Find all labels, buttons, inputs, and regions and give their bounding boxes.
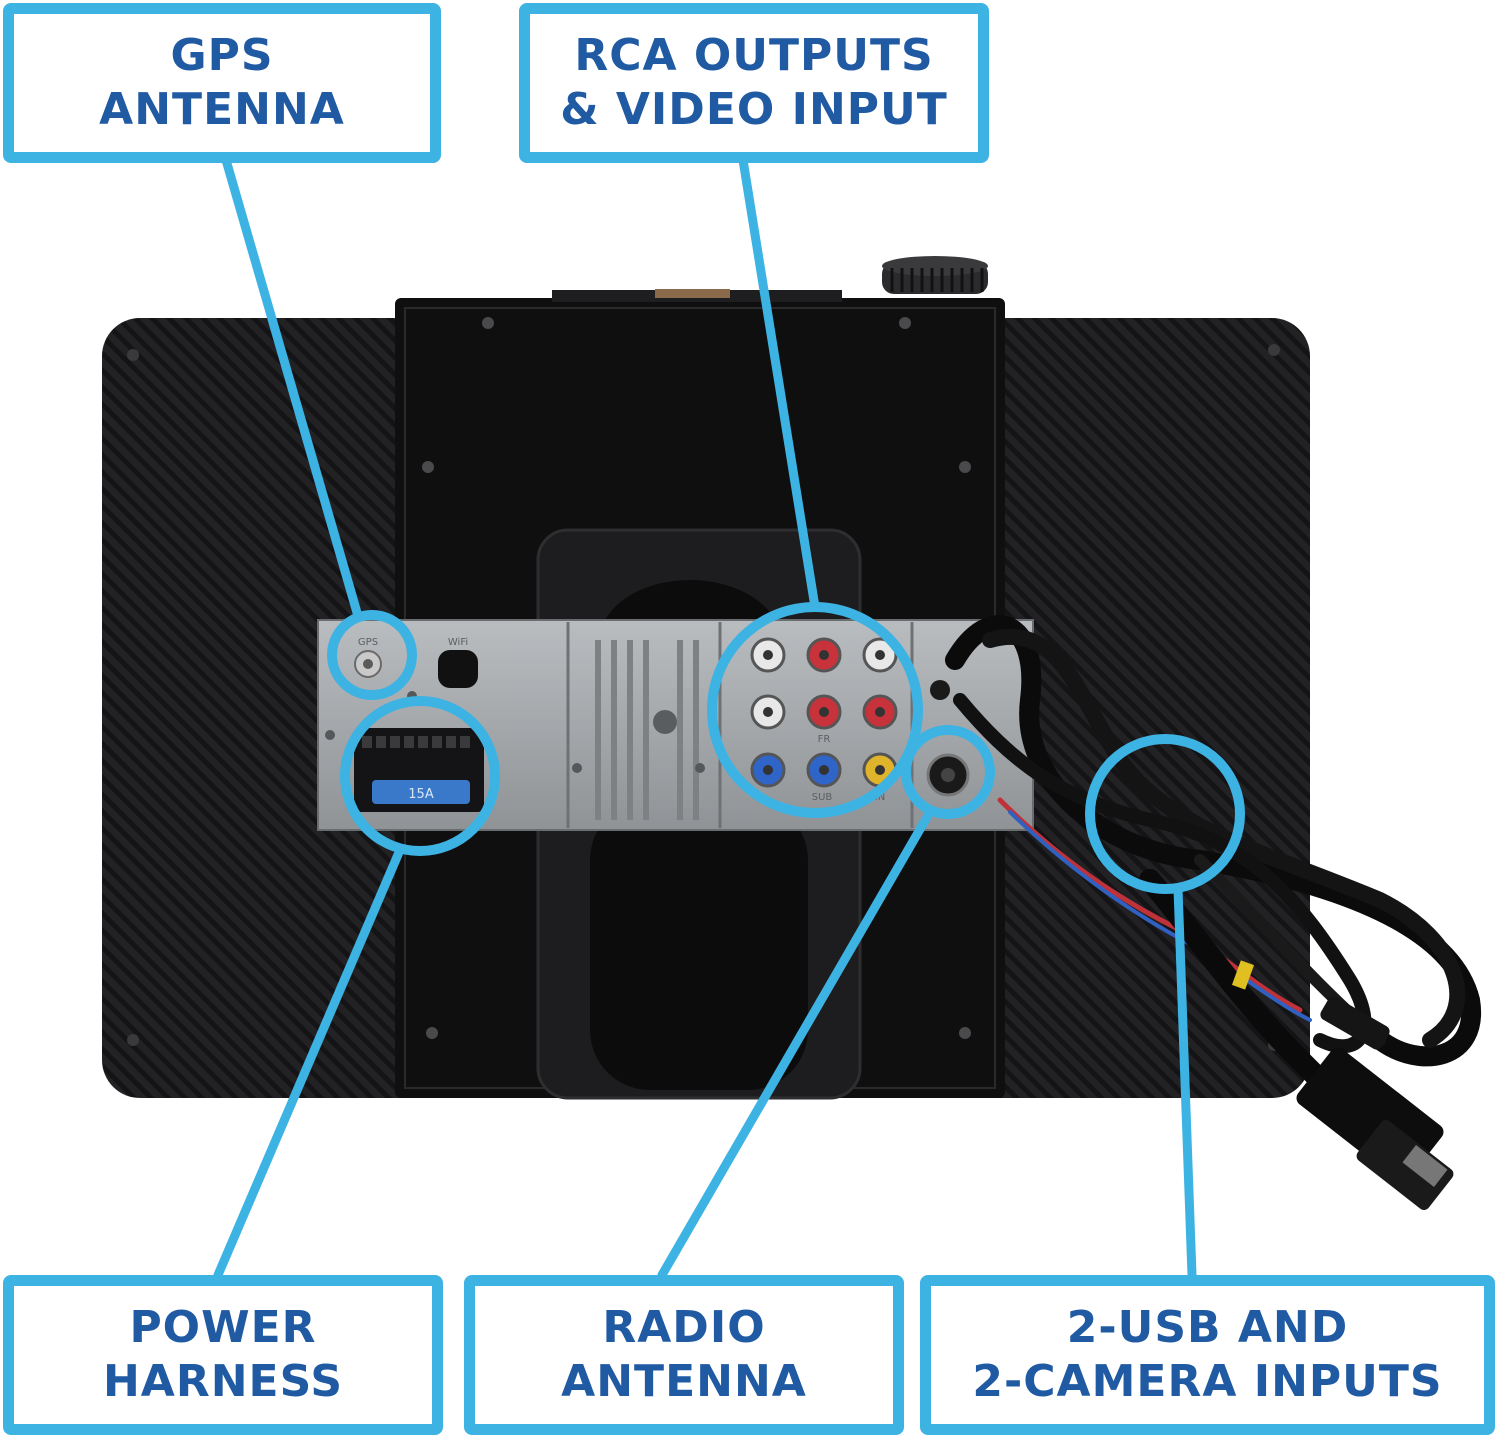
fuse	[372, 780, 470, 804]
rca-jack-red	[862, 694, 898, 730]
rca-label-fr: FR	[818, 734, 831, 745]
gps-callout-circle	[327, 610, 417, 700]
fuse-label: 15A	[408, 787, 434, 802]
power-callout-circle	[340, 696, 500, 856]
rca-jack-red	[806, 694, 842, 730]
gps-callout-line1: GPS	[170, 30, 274, 81]
rca-callout-line2: & VIDEO INPUT	[560, 84, 948, 135]
gps-port-label: GPS	[358, 637, 378, 648]
rca-callout-line1: RCA OUTPUTS	[574, 30, 934, 81]
wifi-label: WiFi	[448, 637, 468, 648]
usb-callout-line1: 2-USB AND	[1066, 1302, 1349, 1353]
rca-jacks: FR SUB IN	[750, 637, 898, 803]
radio-callout-line1: RADIO	[602, 1302, 766, 1353]
radio-callout-circle	[901, 725, 995, 819]
wifi-antenna: WiFi	[438, 637, 478, 688]
radio-antenna-jack	[926, 753, 970, 797]
radio-callout-line2: ANTENNA	[561, 1356, 807, 1407]
usb-camera-inputs-callout: 2-USB AND 2-CAMERA INPUTS	[920, 1275, 1495, 1435]
usb-callout-line2: 2-CAMERA INPUTS	[972, 1356, 1443, 1407]
usb-plugs	[1296, 996, 1454, 1210]
radio-antenna-callout: RADIO ANTENNA	[464, 1275, 904, 1435]
rca-jack-blue	[806, 752, 842, 788]
rca-jack-red	[806, 637, 842, 673]
gps-port: GPS	[354, 637, 382, 678]
rca-label-in: IN	[875, 792, 885, 803]
callout-leader-lines	[213, 155, 1197, 1280]
gps-antenna-callout: GPS ANTENNA	[3, 3, 441, 163]
power-harness-connector: 15A	[354, 728, 484, 812]
power-callout-line1: POWER	[129, 1302, 317, 1353]
gps-callout-line2: ANTENNA	[99, 84, 345, 135]
rca-jack-blue	[750, 752, 786, 788]
volume-knob	[882, 256, 988, 294]
rca-jack-white	[862, 637, 898, 673]
power-harness-callout: POWER HARNESS	[3, 1275, 443, 1435]
housing-screws	[127, 344, 1280, 1051]
usb-callout-circle	[1085, 734, 1245, 894]
rca-outputs-callout: RCA OUTPUTS & VIDEO INPUT	[519, 3, 989, 163]
power-callout-line2: HARNESS	[102, 1356, 344, 1407]
rca-label-sub: SUB	[812, 792, 833, 803]
rca-jack-white	[750, 694, 786, 730]
rca-jack-white	[750, 637, 786, 673]
